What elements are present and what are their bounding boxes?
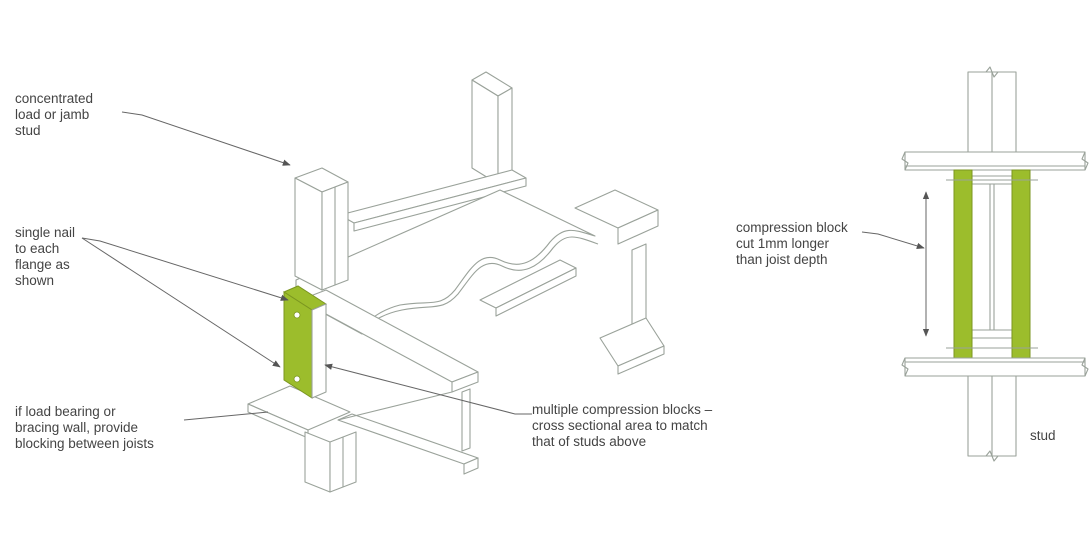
label-line: than joist depth [736, 252, 828, 267]
label-line: cut 1mm longer [736, 236, 830, 251]
isometric-view [247, 71, 665, 493]
front-joist [299, 289, 479, 475]
label-line: blocking between joists [15, 436, 154, 451]
section-view [901, 66, 1089, 462]
compression-block-right [1011, 169, 1031, 359]
compression-block-iso [282, 285, 328, 399]
lower-stud [304, 431, 357, 493]
label-stud: stud [1030, 428, 1056, 443]
jamb-stud [294, 167, 349, 291]
label-line: that of studs above [532, 434, 647, 449]
label-line: cross sectional area to match [532, 418, 708, 433]
compression-block-left [953, 169, 973, 359]
top-plate [904, 151, 1086, 167]
label-line: if load bearing or [15, 404, 116, 419]
label-line: bracing wall, provide [15, 420, 139, 435]
label-line: to each [15, 241, 60, 256]
back-joist [339, 169, 527, 232]
label-line: single nail [15, 225, 76, 240]
nail-hole-icon [293, 375, 301, 383]
label-line: stud [15, 123, 41, 138]
label-line: multiple compression blocks – [532, 402, 713, 417]
label-line: concentrated [15, 91, 94, 106]
nail-hole-icon [293, 311, 301, 319]
label-single-nail: single nail to each flange as shown [15, 225, 75, 289]
label-line: load or jamb [15, 107, 90, 122]
bottom-plate [904, 361, 1086, 377]
label-load-bearing: if load bearing or bracing wall, provide… [15, 404, 154, 452]
label-concentrated-load: concentrated load or jamb stud [15, 91, 93, 139]
label-line: flange as [15, 257, 70, 272]
label-compression-block: compression block cut 1mm longer than jo… [736, 220, 848, 268]
cross-member [479, 259, 577, 317]
leader-lines [81, 111, 925, 421]
label-line: compression block [736, 220, 848, 235]
label-multiple-blocks: multiple compression blocks – cross sect… [532, 402, 712, 450]
back-stud [471, 71, 513, 185]
label-line: shown [15, 273, 55, 288]
right-joist [574, 189, 665, 375]
